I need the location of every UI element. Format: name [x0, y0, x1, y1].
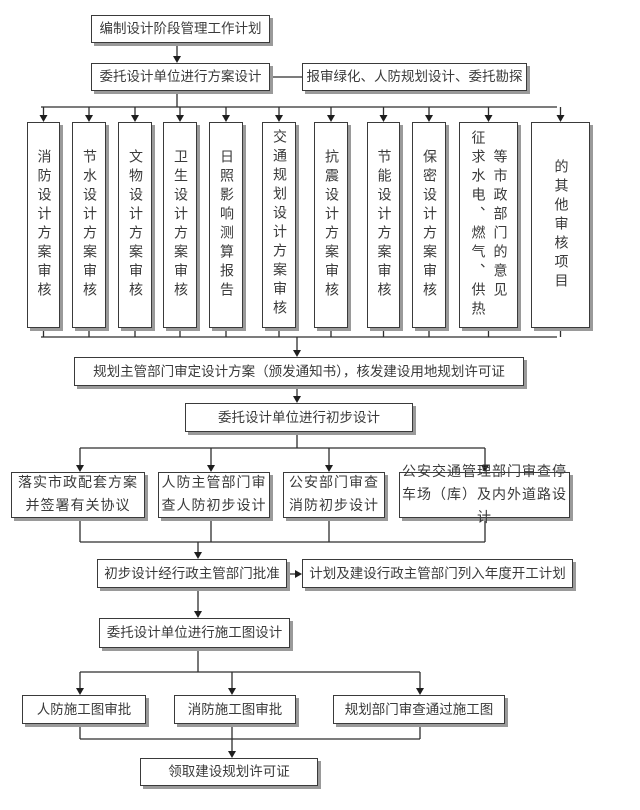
- step-preliminary-approval: 初步设计经行政主管部门批准: [97, 559, 287, 588]
- arrow-head-icon: [379, 115, 388, 122]
- scheme-review-box: 抗震设计方案审核: [314, 122, 348, 328]
- prelim-review-municipal: 落实市政配套方案 并签署有关协议: [11, 472, 145, 518]
- scheme-review-box: 征求水电、燃气、供热等市政部门的意见: [459, 122, 518, 328]
- construction-ticks: [79, 724, 421, 758]
- review-text-column: 交通规划设计方案审核: [271, 129, 287, 319]
- line-1: 落实市政配套方案: [18, 475, 138, 491]
- arrow-head-icon: [425, 115, 433, 122]
- review-text-column: 等市政部门的意见: [491, 149, 508, 301]
- arrow-head-icon: [194, 552, 202, 559]
- prelim-review-civil-defense: 人防主管部门审 查人防初步设计: [158, 472, 270, 518]
- line-2: 并签署有关协议: [25, 498, 131, 514]
- construction-arrows: [76, 672, 424, 695]
- scheme-review-box: 的其他审核项目: [531, 122, 590, 328]
- construction-review-fire: 消防施工图审批: [174, 695, 296, 724]
- line-1: 人防主管部门审: [161, 475, 267, 491]
- review-text-column: 节水设计方案审核: [81, 149, 97, 301]
- scheme-review-box: 卫生设计方案审核: [163, 122, 197, 328]
- construction-review-civil-defense: 人防施工图审批: [22, 695, 146, 724]
- arrow-head-icon: [222, 115, 230, 122]
- step-final-permit: 领取建设规划许可证: [140, 758, 318, 786]
- scheme-review-box: 交通规划设计方案审核: [262, 122, 296, 328]
- review-text-column: 文物设计方案审核: [127, 149, 143, 301]
- line-1: 公安部门审查: [289, 475, 379, 491]
- line-1: 公安交通管理部门审查停: [402, 463, 567, 480]
- review-text-column: 征求水电、燃气、供热: [469, 130, 486, 320]
- step-planning-approval: 规划主管部门审定设计方案（颁发通知书），核发建设用地规划许可证: [74, 357, 524, 386]
- arrow-head-icon: [131, 115, 139, 122]
- prelim-review-fire: 公安部门审查 消防初步设计: [283, 472, 385, 518]
- prelim-review-traffic: 公安交通管理部门审查停 车场（库）及内外道路设计: [399, 464, 570, 526]
- arrow-head-icon: [293, 350, 301, 357]
- review-text-column: 节能设计方案审核: [375, 149, 392, 301]
- line-2: 消防初步设计: [289, 498, 379, 514]
- review-text-column: 卫生设计方案审核: [172, 149, 188, 301]
- arrow-head-icon: [556, 115, 565, 122]
- review-arrows: [39, 107, 565, 122]
- prelim-arrows: [76, 448, 489, 472]
- step-design-plan: 编制设计阶段管理工作计划: [91, 15, 270, 43]
- arrow-head-icon: [194, 611, 202, 618]
- arrow-head-icon: [484, 115, 493, 122]
- line-2: 车场（库）及内外道路设计: [402, 486, 567, 526]
- construction-review-planning: 规划部门审查通过施工图: [333, 695, 505, 724]
- arrow-head-icon: [295, 570, 302, 578]
- step-scheme-side: 报审绿化、人防规划设计、委托勘探: [302, 63, 527, 91]
- review-text-column: 消防设计方案审核: [35, 149, 52, 301]
- step-scheme-design: 委托设计单位进行方案设计: [91, 63, 270, 91]
- arrow-head-icon: [39, 115, 48, 122]
- scheme-review-box: 保密设计方案审核: [412, 122, 446, 328]
- arrow-head-icon: [173, 56, 181, 63]
- review-text-column: 的其他审核项目: [552, 158, 569, 292]
- scheme-review-box: 节能设计方案审核: [367, 122, 400, 328]
- review-text-column: 保密设计方案审核: [421, 149, 437, 301]
- review-ticks: [42, 328, 562, 337]
- line-2: 查人防初步设计: [161, 498, 267, 514]
- scheme-review-box: 节水设计方案审核: [72, 122, 106, 328]
- step-annual-plan: 计划及建设行政主管部门列入年度开工计划: [302, 559, 573, 588]
- scheme-review-box: 日照影响测算报告: [209, 122, 243, 328]
- arrow-head-icon: [293, 396, 301, 403]
- scheme-review-box: 文物设计方案审核: [118, 122, 152, 328]
- arrow-head-icon: [275, 115, 283, 122]
- review-text-column: 抗震设计方案审核: [323, 149, 339, 301]
- step-preliminary-design: 委托设计单位进行初步设计: [185, 403, 413, 432]
- arrow-head-icon: [85, 115, 93, 122]
- review-text-column: 日照影响测算报告: [218, 149, 234, 301]
- step-construction-design: 委托设计单位进行施工图设计: [99, 618, 290, 648]
- prelim-ticks: [79, 518, 486, 543]
- arrow-head-icon: [176, 115, 184, 122]
- arrow-head-icon: [327, 115, 335, 122]
- scheme-review-box: 消防设计方案审核: [27, 122, 60, 328]
